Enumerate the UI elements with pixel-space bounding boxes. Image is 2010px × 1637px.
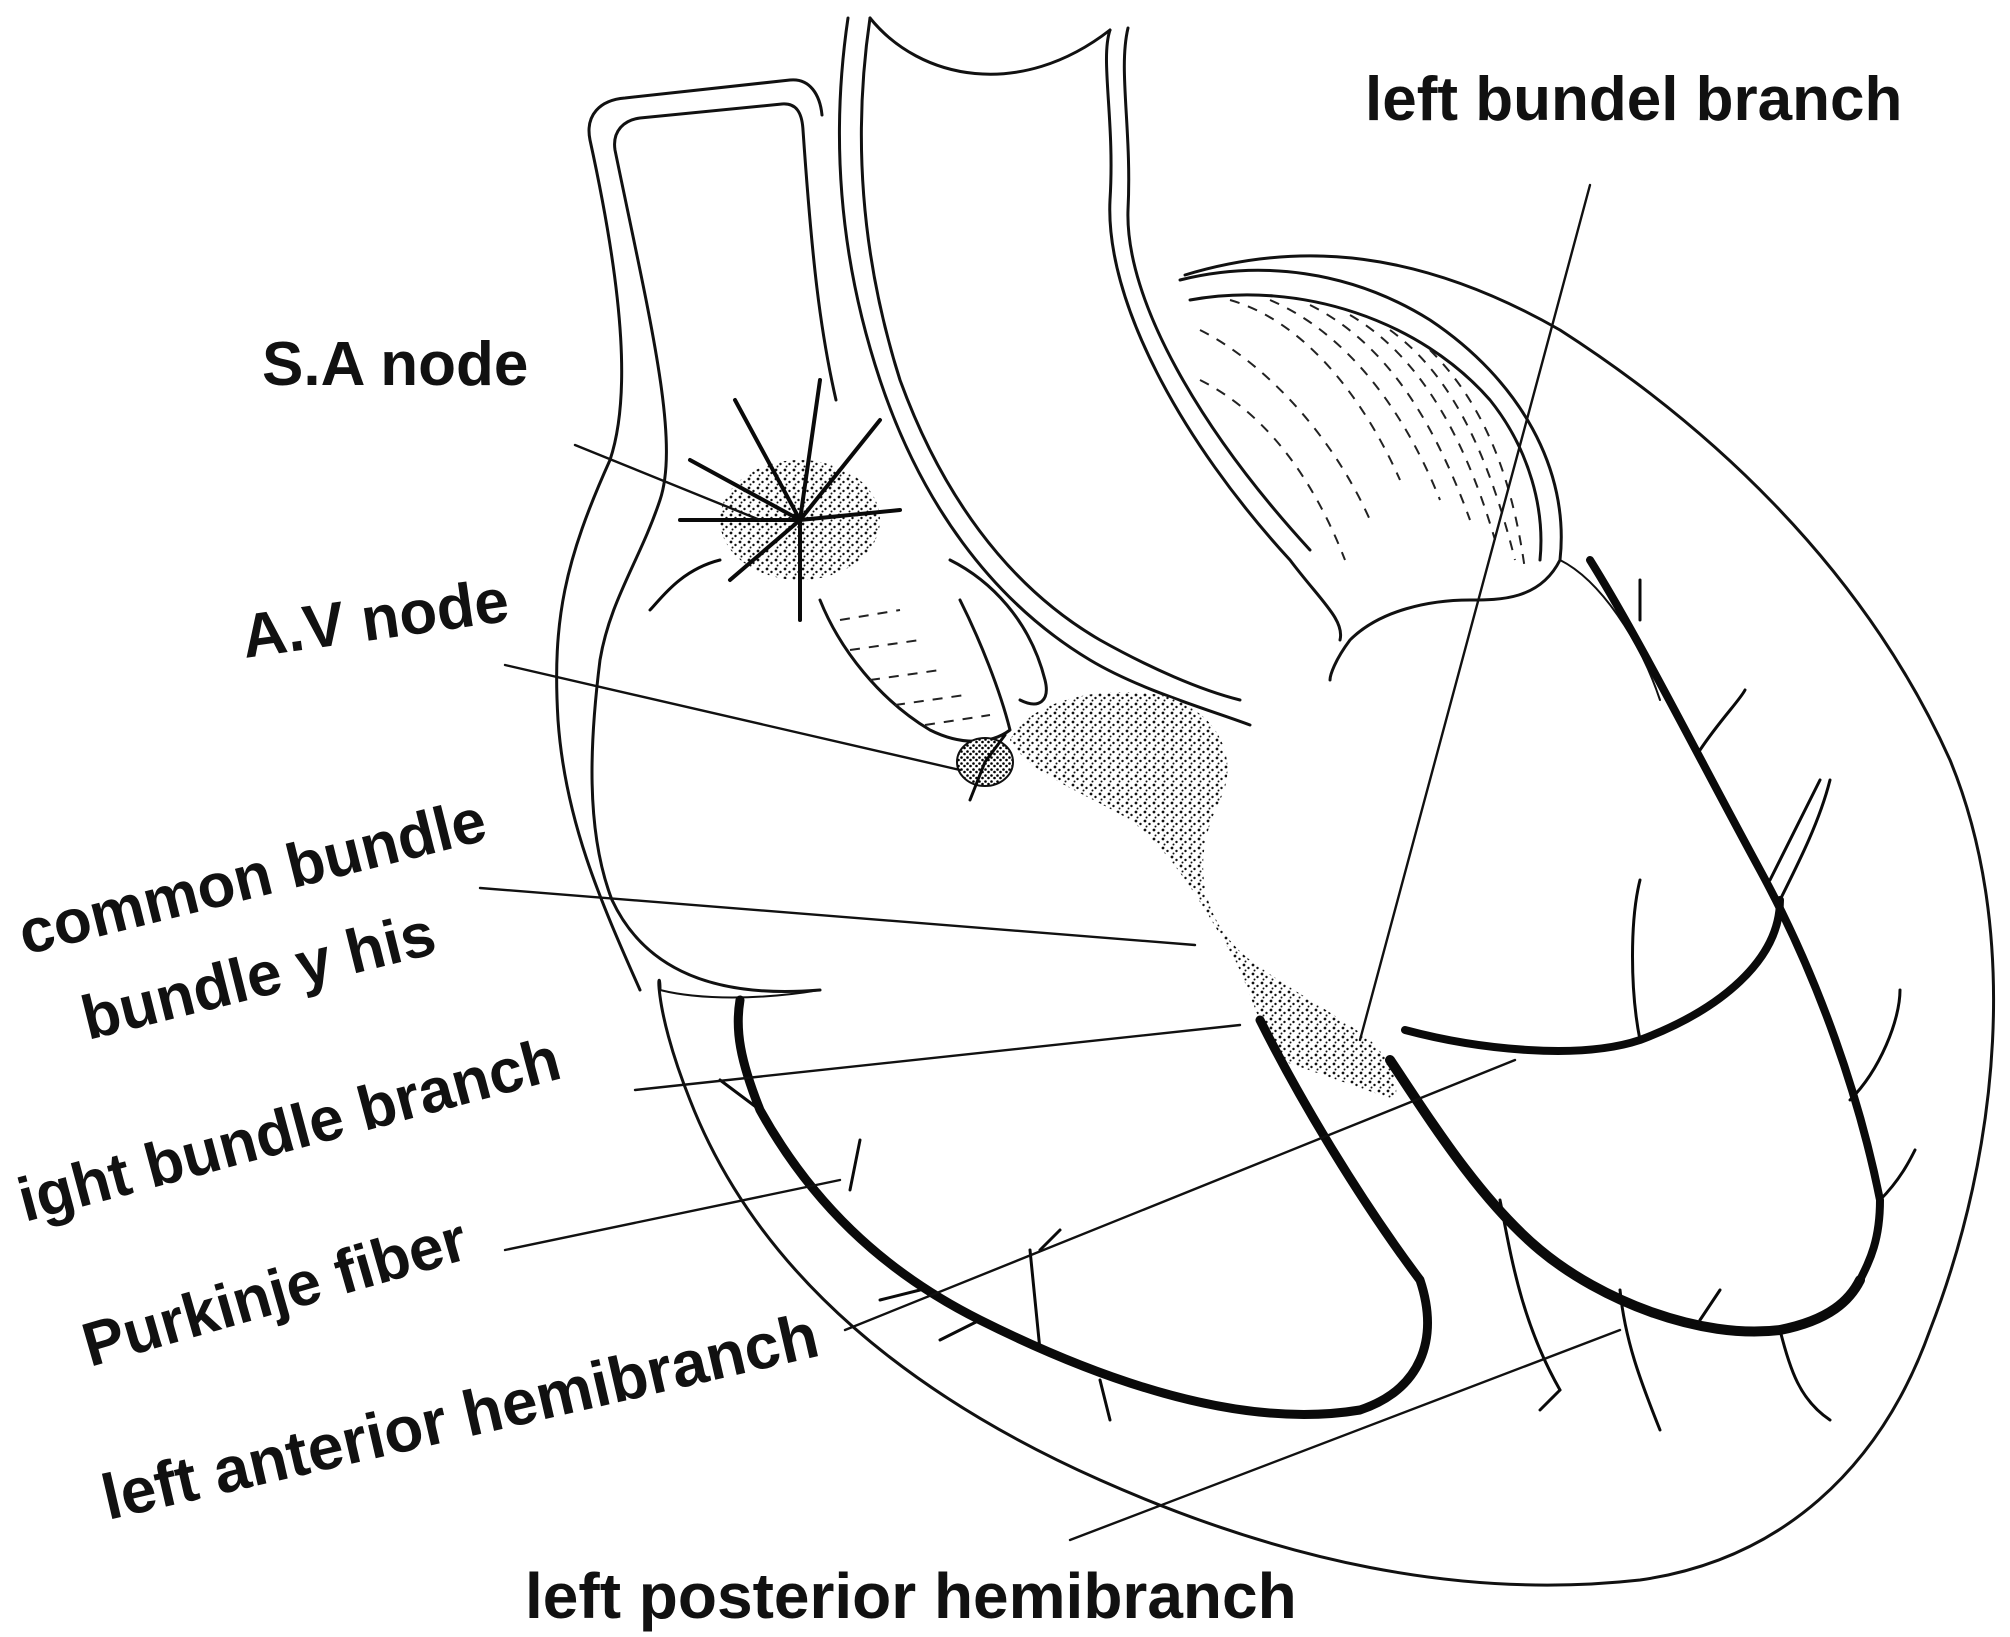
leader-purkinje-fiber: [505, 1180, 840, 1250]
tricuspid-region: [820, 560, 1046, 741]
leader-common-bundle: [480, 888, 1195, 945]
aorta-left-inner-wall: [861, 18, 1240, 700]
aorta-top-curve: [870, 18, 1110, 74]
label-left-posterior-hemibranch: left posterior hemibranch: [525, 1560, 1297, 1632]
label-left-bundle-branch: left bundel branch: [1365, 65, 1902, 134]
leader-left-posterior-hemibranch: [1070, 1330, 1620, 1540]
left-posterior-hemibranch-fiber: [1390, 1060, 1860, 1430]
leader-right-bundle-branch: [635, 1025, 1240, 1090]
septum-line: [1560, 560, 1660, 700]
aorta-left-wall: [839, 18, 1250, 725]
sa-node: [650, 380, 900, 620]
label-sa-node: S.A node: [262, 330, 528, 399]
aorta-right-wall: [1106, 30, 1340, 640]
tricuspid-hatching: [840, 610, 990, 725]
bundle-of-his: [1010, 692, 1396, 1100]
leader-av-node: [505, 665, 960, 770]
leader-left-anterior-hemibranch: [845, 1060, 1515, 1330]
tricuspid-tube: [820, 600, 1010, 741]
left-anterior-hemibranch-fiber: [1405, 560, 1915, 1280]
av-node: [957, 735, 1013, 800]
labels: left bundel branch S.A node A.V node com…: [11, 65, 1903, 1632]
ventricle-outer-wall: [659, 256, 1994, 1585]
label-av-node: A.V node: [237, 566, 513, 672]
left-atrium-dome: [1180, 270, 1561, 680]
label-purkinje-fiber: Purkinje fiber: [75, 1205, 475, 1381]
right-atrium-lobe: [950, 560, 1046, 704]
left-atrium-hatching: [1200, 300, 1525, 570]
label-right-bundle-branch: ight bundle branch: [11, 1024, 568, 1235]
